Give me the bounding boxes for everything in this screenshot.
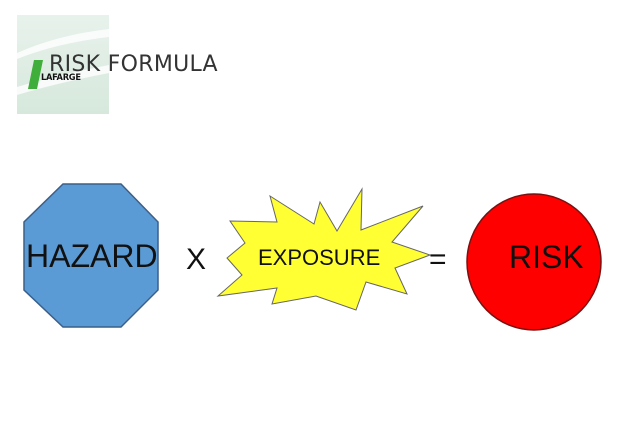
equals-operator: = — [429, 243, 447, 276]
times-operator: X — [186, 243, 207, 276]
logo-mark — [17, 29, 109, 95]
logo-l-icon — [28, 60, 43, 89]
exposure-starburst — [216, 187, 432, 311]
slide-title: RISK FORMULA — [49, 52, 218, 77]
hazard-label: HAZARD — [26, 238, 158, 274]
hazard-octagon — [23, 183, 159, 328]
logo-text: LAFARGE — [41, 73, 81, 83]
risk-ellipse — [466, 193, 602, 331]
company-logo: LAFARGE — [17, 15, 109, 114]
exposure-label: EXPOSURE — [258, 245, 381, 270]
risk-label: RISK — [509, 239, 584, 275]
